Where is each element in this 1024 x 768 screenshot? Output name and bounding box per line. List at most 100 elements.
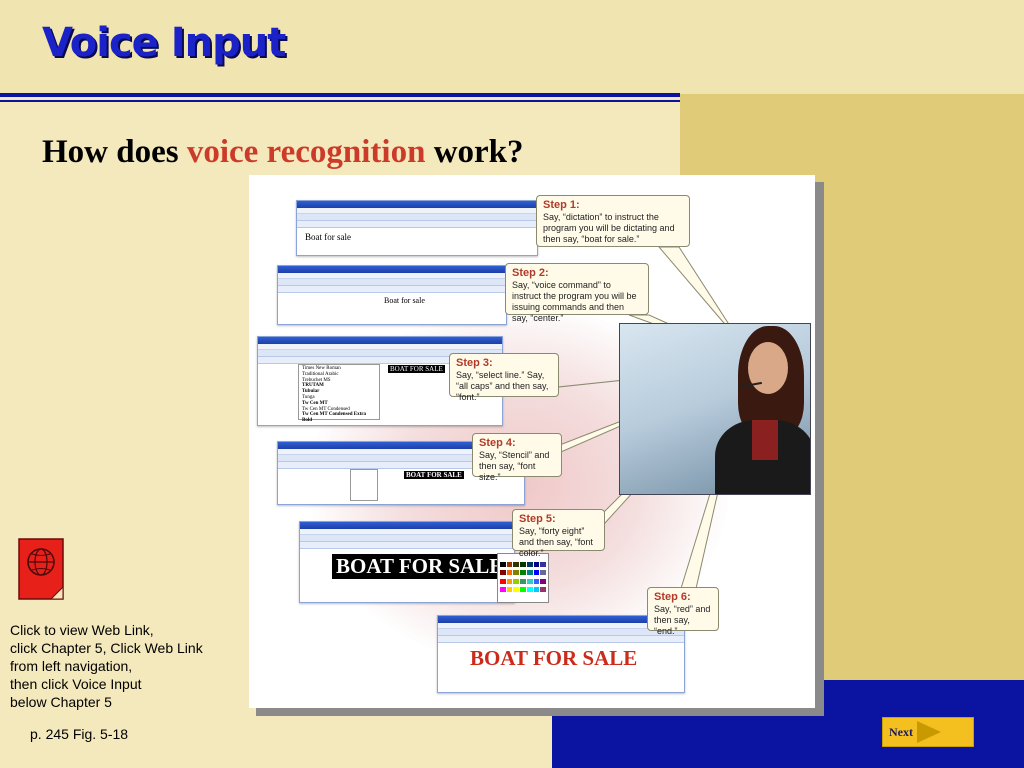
font-option[interactable]: Tunga (302, 394, 315, 400)
step-label: Step 6: (654, 591, 691, 603)
window-menubar (258, 344, 502, 350)
callout-step5: Step 5: Say, “forty eight” and then say,… (512, 509, 605, 558)
title-divider-thick (0, 93, 680, 97)
color-swatch[interactable] (506, 586, 513, 592)
color-swatch[interactable] (540, 578, 546, 584)
slide-question: How does voice recognition work? (42, 134, 524, 171)
color-swatch[interactable] (506, 562, 513, 567)
word-window-step6: BOAT FOR SALE (437, 615, 685, 693)
color-swatch[interactable] (520, 570, 526, 576)
word-window-step4: BOAT FOR SALE (277, 441, 525, 505)
color-swatch[interactable] (500, 570, 506, 576)
window-menubar (300, 529, 514, 535)
word-window-step1: Boat for sale (296, 200, 538, 256)
font-option[interactable]: Tubular (302, 389, 320, 395)
page-reference: p. 245 Fig. 5-18 (30, 726, 129, 742)
step-text: Say, “dictation” to instruct the program… (543, 212, 675, 244)
document-text-selected: BOAT FOR SALE (332, 554, 508, 579)
question-highlight: voice recognition (186, 134, 426, 170)
window-menubar (438, 623, 684, 629)
font-size-dropdown[interactable] (350, 469, 378, 501)
document-area: BOAT FOR SALE (438, 643, 684, 689)
instruction-line: then click Voice Input (10, 676, 142, 692)
instruction-line: below Chapter 5 (10, 694, 112, 710)
font-option[interactable]: Trebuchet MS (302, 377, 331, 383)
color-swatch[interactable] (506, 578, 513, 584)
voice-recognition-figure: Boat for sale Boat for sale Times New Ro… (249, 175, 815, 708)
word-window-step2: Boat for sale (277, 265, 507, 325)
step-label: Step 5: (519, 513, 556, 525)
color-swatch[interactable] (540, 570, 546, 576)
instruction-line: click Chapter 5, Click Web Link (10, 640, 203, 656)
color-swatch[interactable] (533, 578, 540, 584)
window-format-toolbar (297, 221, 537, 228)
window-toolbar (438, 629, 684, 636)
font-option[interactable]: TRUTAM (302, 383, 324, 389)
title-divider-thin (0, 100, 680, 102)
arrow-right-icon (917, 721, 941, 743)
window-titlebar (258, 337, 502, 344)
callout-step3: Step 3: Say, “select line.” Say, “all ca… (449, 353, 559, 402)
window-toolbar (278, 455, 524, 462)
color-swatch[interactable] (520, 562, 526, 567)
instruction-line: Click to view Web Link, (10, 622, 154, 638)
document-area: Boat for sale (297, 228, 537, 252)
next-button[interactable]: Next (882, 717, 974, 747)
font-color-palette[interactable] (497, 553, 549, 603)
step-text: Say, “voice command” to instruct the pro… (512, 280, 637, 323)
document-text-selected: BOAT FOR SALE (388, 365, 445, 373)
question-end: work? (425, 134, 524, 170)
web-link-globe-icon[interactable] (18, 538, 64, 600)
font-option[interactable]: Traditional Arabic (302, 371, 339, 377)
color-swatch[interactable] (520, 578, 526, 584)
color-swatch[interactable] (500, 586, 506, 592)
color-swatch[interactable] (526, 578, 533, 584)
next-button-label: Next (889, 725, 913, 739)
instruction-line: from left navigation, (10, 658, 133, 674)
window-toolbar (258, 350, 502, 357)
pointer-step1 (657, 246, 742, 344)
callout-step2: Step 2: Say, “voice command” to instruct… (505, 263, 649, 323)
color-swatch[interactable] (526, 570, 533, 576)
step-text: Say, “Stencil” and then say, “font size.… (479, 450, 550, 482)
color-swatch[interactable] (513, 578, 520, 584)
color-swatch[interactable] (513, 562, 520, 567)
color-swatch[interactable] (506, 570, 513, 576)
headset-user-photo (619, 323, 811, 495)
window-toolbar (300, 535, 514, 542)
font-option[interactable]: Tw Cen MT Condensed (302, 406, 350, 412)
font-dropdown-list[interactable]: Times New Roman Traditional Arabic Trebu… (298, 364, 380, 423)
window-menubar (297, 208, 537, 214)
font-option[interactable]: Times New Roman (302, 366, 341, 371)
slide-title: Voice Input (42, 20, 286, 66)
color-swatch[interactable] (533, 570, 540, 576)
document-text: Boat for sale (305, 232, 351, 242)
color-swatch[interactable] (526, 586, 533, 592)
photo-face (748, 342, 788, 394)
document-area: Times New Roman Traditional Arabic Trebu… (258, 364, 502, 423)
color-swatch[interactable] (513, 586, 520, 592)
document-text-selected: BOAT FOR SALE (404, 471, 464, 479)
color-swatch[interactable] (500, 578, 506, 584)
window-titlebar (278, 266, 506, 273)
font-option[interactable]: Tw Cen MT (302, 400, 328, 406)
document-area: BOAT FOR SALE (278, 469, 524, 501)
word-window-step3: Times New Roman Traditional Arabic Trebu… (257, 336, 503, 426)
step-text: Say, “forty eight” and then say, “font c… (519, 526, 593, 558)
color-swatch[interactable] (520, 586, 526, 592)
color-swatch[interactable] (526, 562, 533, 567)
step-label: Step 4: (479, 437, 516, 449)
color-swatch[interactable] (500, 562, 506, 567)
step-label: Step 1: (543, 199, 580, 211)
document-text-red: BOAT FOR SALE (470, 646, 638, 670)
step-text: Say, “red” and then say, “end.” (654, 604, 711, 636)
color-swatch[interactable] (533, 586, 540, 592)
color-swatch[interactable] (513, 570, 520, 576)
callout-step1: Step 1: Say, “dictation” to instruct the… (536, 195, 690, 247)
font-option[interactable]: Tw Cen MT Condensed Extra Bold (302, 412, 366, 424)
question-start: How does (42, 134, 187, 170)
color-swatch[interactable] (540, 586, 546, 592)
color-swatch[interactable] (540, 562, 546, 567)
color-swatch[interactable] (533, 562, 540, 567)
window-toolbar (278, 279, 506, 286)
